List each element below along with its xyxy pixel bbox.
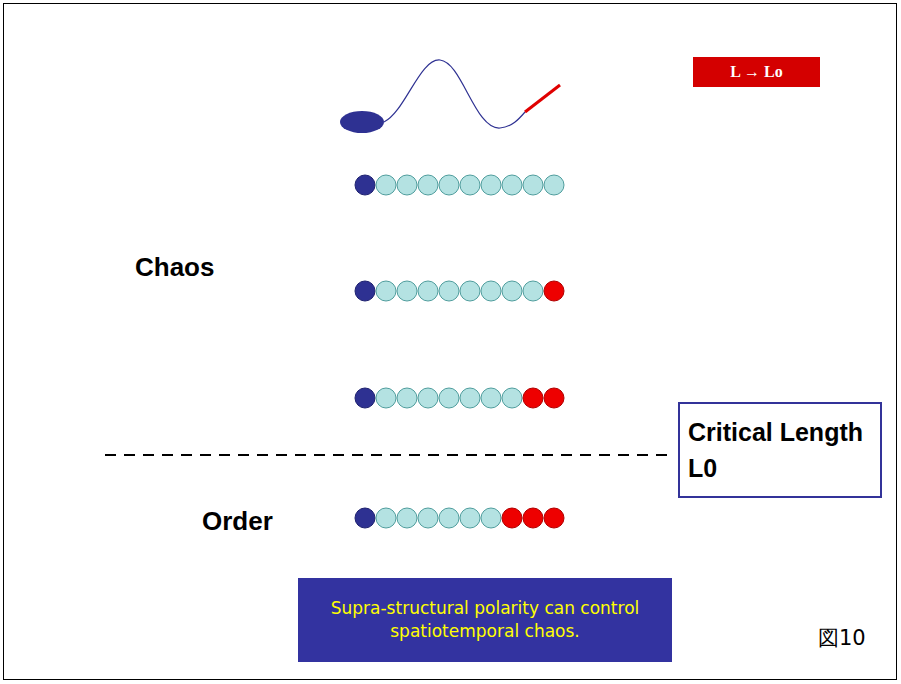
body-segment bbox=[460, 508, 480, 528]
body-segment bbox=[397, 175, 417, 195]
head-segment bbox=[355, 175, 375, 195]
body-segment bbox=[376, 388, 396, 408]
polar-segment bbox=[502, 508, 522, 528]
body-segment bbox=[460, 388, 480, 408]
box-text: L → Lo bbox=[730, 63, 782, 81]
body-segment bbox=[439, 281, 459, 301]
body-segment bbox=[418, 508, 438, 528]
body-segment bbox=[397, 388, 417, 408]
box-text: Supra-structural polarity can control sp… bbox=[312, 597, 658, 643]
body-segment bbox=[481, 281, 501, 301]
body-segment bbox=[397, 281, 417, 301]
figure-number: 図10 bbox=[818, 624, 866, 652]
body-segment bbox=[481, 175, 501, 195]
polar-segment bbox=[544, 281, 564, 301]
body-segment bbox=[418, 175, 438, 195]
flagellum-tip bbox=[525, 85, 560, 112]
head-segment bbox=[355, 281, 375, 301]
body-segment bbox=[439, 508, 459, 528]
body-segment bbox=[376, 508, 396, 528]
body-segment bbox=[376, 281, 396, 301]
box-text: Critical Length L0 bbox=[688, 414, 872, 487]
body-segment bbox=[418, 388, 438, 408]
polar-segment bbox=[544, 508, 564, 528]
body-segment bbox=[502, 281, 522, 301]
segment-chains bbox=[355, 175, 564, 528]
body-segment bbox=[481, 508, 501, 528]
head-segment bbox=[355, 508, 375, 528]
state-label: Chaos bbox=[135, 252, 214, 283]
body-segment bbox=[439, 388, 459, 408]
conclusion-box: Supra-structural polarity can control sp… bbox=[298, 578, 672, 662]
body-segment bbox=[397, 508, 417, 528]
cell-head bbox=[340, 111, 384, 133]
threshold-box: Critical Length L0 bbox=[678, 402, 882, 498]
polar-segment bbox=[523, 508, 543, 528]
body-segment bbox=[502, 175, 522, 195]
state-label: Order bbox=[202, 506, 273, 537]
body-segment bbox=[418, 281, 438, 301]
body-segment bbox=[502, 388, 522, 408]
length-tag: L → Lo bbox=[693, 57, 820, 87]
polar-segment bbox=[544, 388, 564, 408]
body-segment bbox=[481, 388, 501, 408]
flagellum bbox=[384, 60, 525, 128]
body-segment bbox=[523, 281, 543, 301]
body-segment bbox=[376, 175, 396, 195]
body-segment bbox=[460, 175, 480, 195]
polar-segment bbox=[523, 388, 543, 408]
head-segment bbox=[355, 388, 375, 408]
body-segment bbox=[544, 175, 564, 195]
body-segment bbox=[439, 175, 459, 195]
frame-border bbox=[4, 4, 897, 680]
threshold-line bbox=[105, 454, 672, 456]
body-segment bbox=[523, 175, 543, 195]
body-segment bbox=[460, 281, 480, 301]
